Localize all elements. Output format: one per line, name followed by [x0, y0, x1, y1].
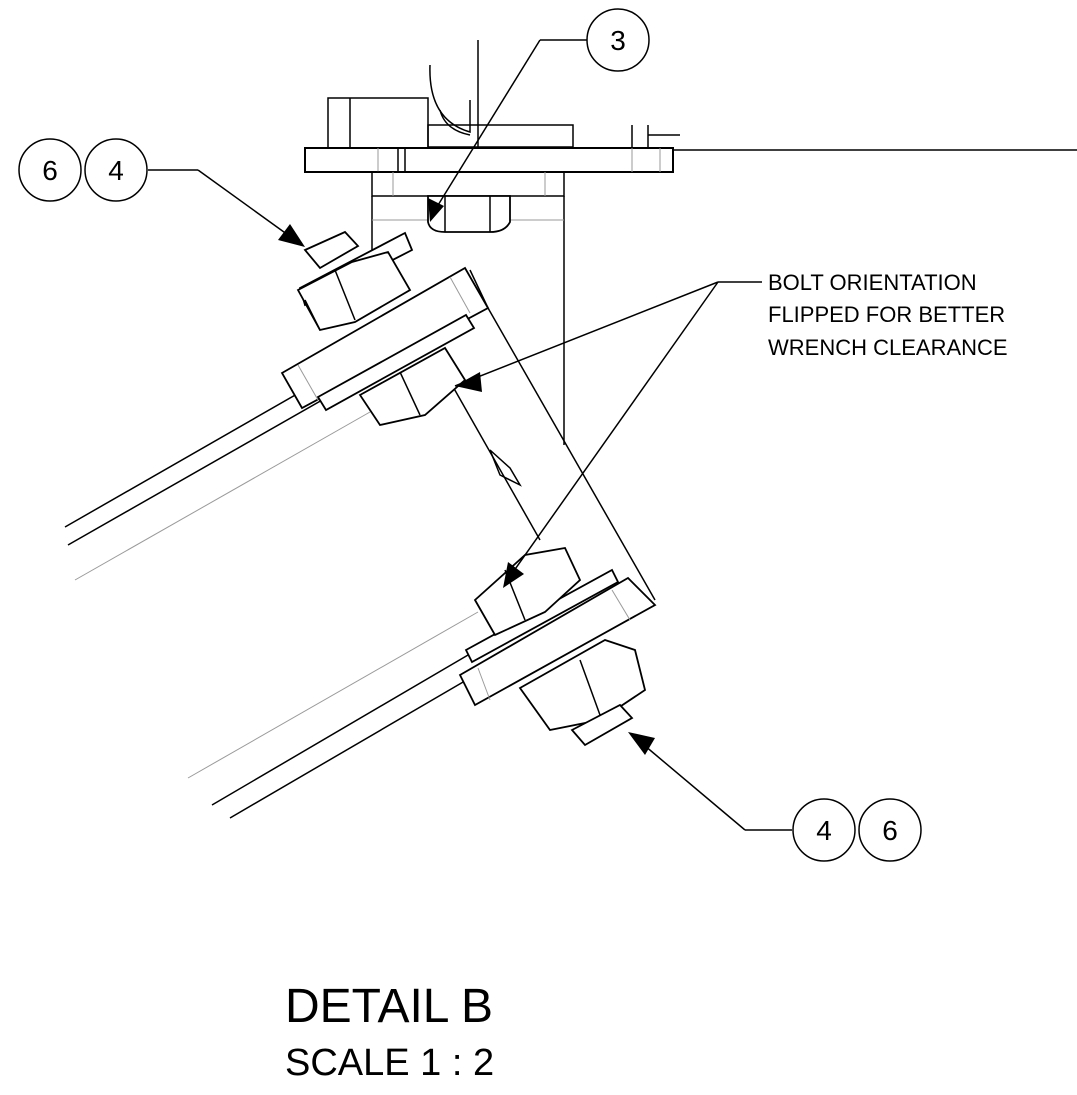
balloon-lower-a-label: 4 [816, 815, 832, 846]
upper-under-nut [358, 346, 467, 427]
upper-plate [280, 266, 490, 410]
note-line-2: FLIPPED FOR BETTER [768, 302, 1005, 327]
top-mount-assembly [304, 40, 1077, 445]
balloon-group-lower: 4 6 [792, 798, 922, 862]
balloon-lower-b-label: 6 [882, 815, 898, 846]
balloon-upper-a-label: 6 [42, 155, 58, 186]
lower-arm-assembly [187, 546, 657, 819]
leaders [148, 39, 792, 831]
upper-block [327, 97, 429, 149]
balloon-group-upper: 6 4 [18, 138, 148, 202]
note-line-3: WRENCH CLEARANCE [768, 335, 1008, 360]
curved-bracket [429, 64, 471, 133]
balloon-3-label: 3 [610, 25, 626, 56]
bolt-orientation-note: BOLT ORIENTATION FLIPPED FOR BETTER WREN… [768, 270, 1008, 360]
detail-scale: SCALE 1 : 2 [285, 1042, 494, 1084]
detail-title: DETAIL B [285, 980, 493, 1033]
mounting-plate [304, 147, 674, 173]
upper-arm-assembly [64, 230, 656, 601]
balloon-upper-b-label: 4 [108, 155, 124, 186]
lower-plate [458, 576, 657, 707]
note-line-1: BOLT ORIENTATION [768, 270, 977, 295]
balloon-3: 3 [586, 8, 650, 72]
